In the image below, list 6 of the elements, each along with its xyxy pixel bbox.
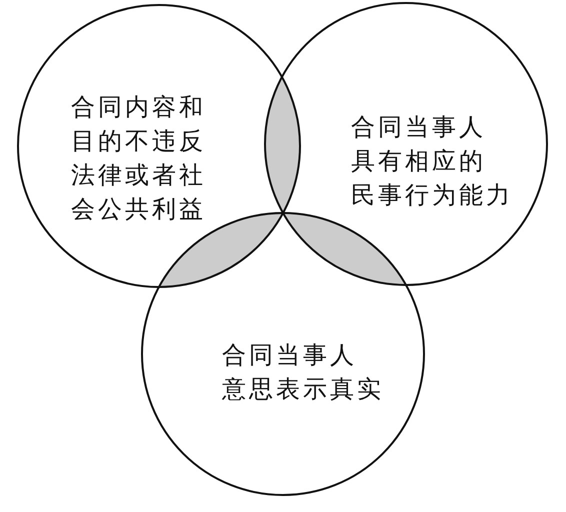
circle-label: 合同当事人具有相应的民事行为能力 bbox=[350, 112, 514, 211]
circle-label: 合同当事人意思表示真实 bbox=[222, 340, 385, 405]
circle-label: 合同内容和目的不违反法律或者社会公共利益 bbox=[70, 92, 207, 225]
venn-circle bbox=[264, 2, 548, 286]
venn-circle bbox=[16, 4, 301, 288]
overlap-region bbox=[282, 213, 406, 286]
